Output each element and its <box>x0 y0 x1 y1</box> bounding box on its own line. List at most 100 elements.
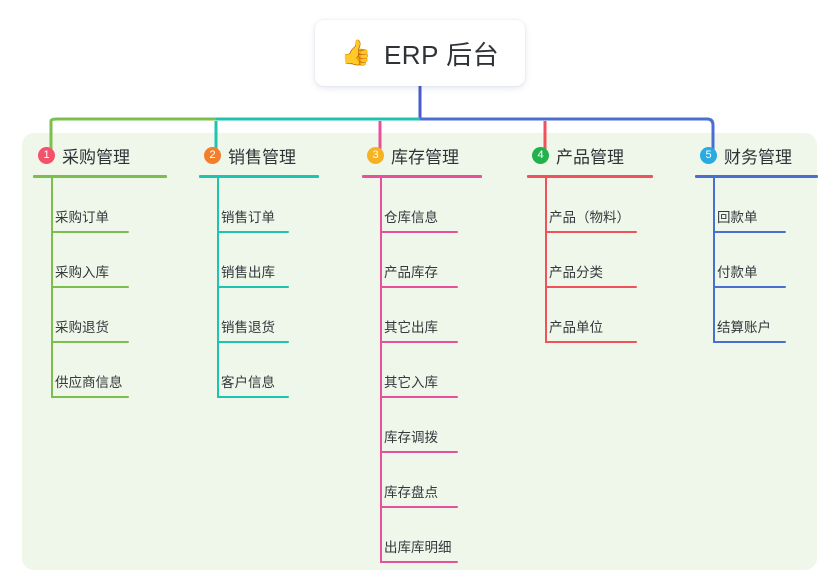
branch-item-label: 其它入库 <box>384 375 438 390</box>
branch-header-1[interactable]: 1 采购管理 <box>22 133 188 178</box>
branch-item-label: 结算账户 <box>717 320 771 335</box>
branch-item-label: 采购退货 <box>55 320 109 335</box>
branch-item-label: 销售退货 <box>221 320 275 335</box>
branch-item[interactable]: 供应商信息 <box>22 343 188 398</box>
root-node-label: ERP 后台 <box>383 39 500 70</box>
branch-badge-4: 4 <box>532 147 549 164</box>
branch-item[interactable]: 产品库存 <box>351 233 516 288</box>
branch-item-label: 客户信息 <box>221 375 275 390</box>
branch-item-label: 其它出库 <box>384 320 438 335</box>
branch-item[interactable]: 产品分类 <box>516 233 684 288</box>
branch-items-3: 仓库信息产品库存其它出库其它入库库存调拨库存盘点出库库明细 <box>351 178 516 563</box>
branch-items-4: 产品（物料） 产品分类产品单位 <box>516 178 684 343</box>
branch-item-label: 产品分类 <box>549 265 603 280</box>
branch-item[interactable]: 产品（物料） <box>516 178 684 233</box>
branch-header-5[interactable]: 5 财务管理 <box>684 133 824 178</box>
branch-item-rule <box>51 341 129 343</box>
branch-item[interactable]: 采购退货 <box>22 288 188 343</box>
branches-panel <box>22 133 817 570</box>
branch-items-1: 采购订单采购入库采购退货供应商信息 <box>22 178 188 398</box>
branch-item-rule <box>545 231 637 233</box>
branch-item-rule <box>51 396 129 398</box>
branch-column-4: 4 产品管理产品（物料） 产品分类产品单位 <box>516 133 684 343</box>
branch-badge-1: 1 <box>38 147 55 164</box>
branch-item-label: 仓库信息 <box>384 210 438 225</box>
branch-header-rule <box>695 175 818 178</box>
branch-item[interactable]: 其它出库 <box>351 288 516 343</box>
branch-item-label: 库存盘点 <box>384 485 438 500</box>
branch-header-2[interactable]: 2 销售管理 <box>188 133 351 178</box>
branch-item-label: 回款单 <box>717 210 758 225</box>
branch-spine <box>51 178 53 398</box>
branch-item-label: 产品库存 <box>384 265 438 280</box>
branch-title-4: 产品管理 <box>556 148 624 167</box>
branch-columns: 1 采购管理采购订单采购入库采购退货供应商信息 2 销售管理销售订单销售出库销售退货客… <box>22 133 818 570</box>
branch-item-rule <box>380 451 458 453</box>
branch-item-rule <box>380 231 458 233</box>
branch-item-rule <box>713 231 786 233</box>
branch-item-rule <box>51 286 129 288</box>
branch-item[interactable]: 销售退货 <box>188 288 351 343</box>
branch-item[interactable]: 采购订单 <box>22 178 188 233</box>
branch-badge-3: 3 <box>367 147 384 164</box>
branch-items-5: 回款单付款单结算账户 <box>684 178 824 343</box>
branch-item-rule <box>217 286 289 288</box>
branch-column-2: 2 销售管理销售订单销售出库销售退货客户信息 <box>188 133 351 398</box>
branch-item[interactable]: 仓库信息 <box>351 178 516 233</box>
thumbs-up-icon: 👍 <box>340 38 372 67</box>
root-node[interactable]: 👍 ERP 后台 <box>315 20 525 86</box>
branch-item[interactable]: 库存调拨 <box>351 398 516 453</box>
branch-title-3: 库存管理 <box>391 148 459 167</box>
branch-item-label: 出库库明细 <box>384 540 452 555</box>
branch-item-rule <box>217 231 289 233</box>
branch-item-label: 销售订单 <box>221 210 275 225</box>
branch-item-rule <box>380 561 458 563</box>
branch-spine <box>545 178 547 343</box>
branch-item[interactable]: 付款单 <box>684 233 824 288</box>
branch-item[interactable]: 库存盘点 <box>351 453 516 508</box>
branch-spine <box>217 178 219 398</box>
branch-badge-5: 5 <box>700 147 717 164</box>
branch-item-label: 采购入库 <box>55 265 109 280</box>
branch-item[interactable]: 销售出库 <box>188 233 351 288</box>
branch-item-label: 付款单 <box>717 265 758 280</box>
branch-item-rule <box>380 396 458 398</box>
branch-item[interactable]: 采购入库 <box>22 233 188 288</box>
branch-item-rule <box>380 286 458 288</box>
branch-item[interactable]: 结算账户 <box>684 288 824 343</box>
branch-column-5: 5 财务管理回款单付款单结算账户 <box>684 133 824 343</box>
branch-item[interactable]: 产品单位 <box>516 288 684 343</box>
branch-item-label: 销售出库 <box>221 265 275 280</box>
branch-item[interactable]: 其它入库 <box>351 343 516 398</box>
branch-item-rule <box>713 341 786 343</box>
branch-title-2: 销售管理 <box>228 148 296 167</box>
branch-header-rule <box>199 175 319 178</box>
branch-item[interactable]: 客户信息 <box>188 343 351 398</box>
branch-item[interactable]: 回款单 <box>684 178 824 233</box>
branch-item-rule <box>380 341 458 343</box>
branch-item-label: 采购订单 <box>55 210 109 225</box>
branch-header-4[interactable]: 4 产品管理 <box>516 133 684 178</box>
branch-title-1: 采购管理 <box>62 148 130 167</box>
branch-item-rule <box>217 396 289 398</box>
branch-column-1: 1 采购管理采购订单采购入库采购退货供应商信息 <box>22 133 188 398</box>
branch-item-rule <box>217 341 289 343</box>
branch-column-3: 3 库存管理仓库信息产品库存其它出库其它入库库存调拨库存盘点出库库明细 <box>351 133 516 563</box>
branch-item-rule <box>545 341 637 343</box>
branch-item-rule <box>713 286 786 288</box>
branch-items-2: 销售订单销售出库销售退货客户信息 <box>188 178 351 398</box>
branch-item[interactable]: 销售订单 <box>188 178 351 233</box>
branch-badge-2: 2 <box>204 147 221 164</box>
branch-item-label: 库存调拨 <box>384 430 438 445</box>
branch-item-rule <box>545 286 637 288</box>
branch-item-label: 供应商信息 <box>55 375 123 390</box>
branch-item-label: 产品单位 <box>549 320 603 335</box>
branch-item-label: 产品（物料） <box>549 210 630 225</box>
branch-header-3[interactable]: 3 库存管理 <box>351 133 516 178</box>
branch-item-rule <box>380 506 458 508</box>
branch-title-5: 财务管理 <box>724 148 792 167</box>
branch-item[interactable]: 出库库明细 <box>351 508 516 563</box>
branch-item-rule <box>51 231 129 233</box>
branch-header-rule <box>362 175 482 178</box>
